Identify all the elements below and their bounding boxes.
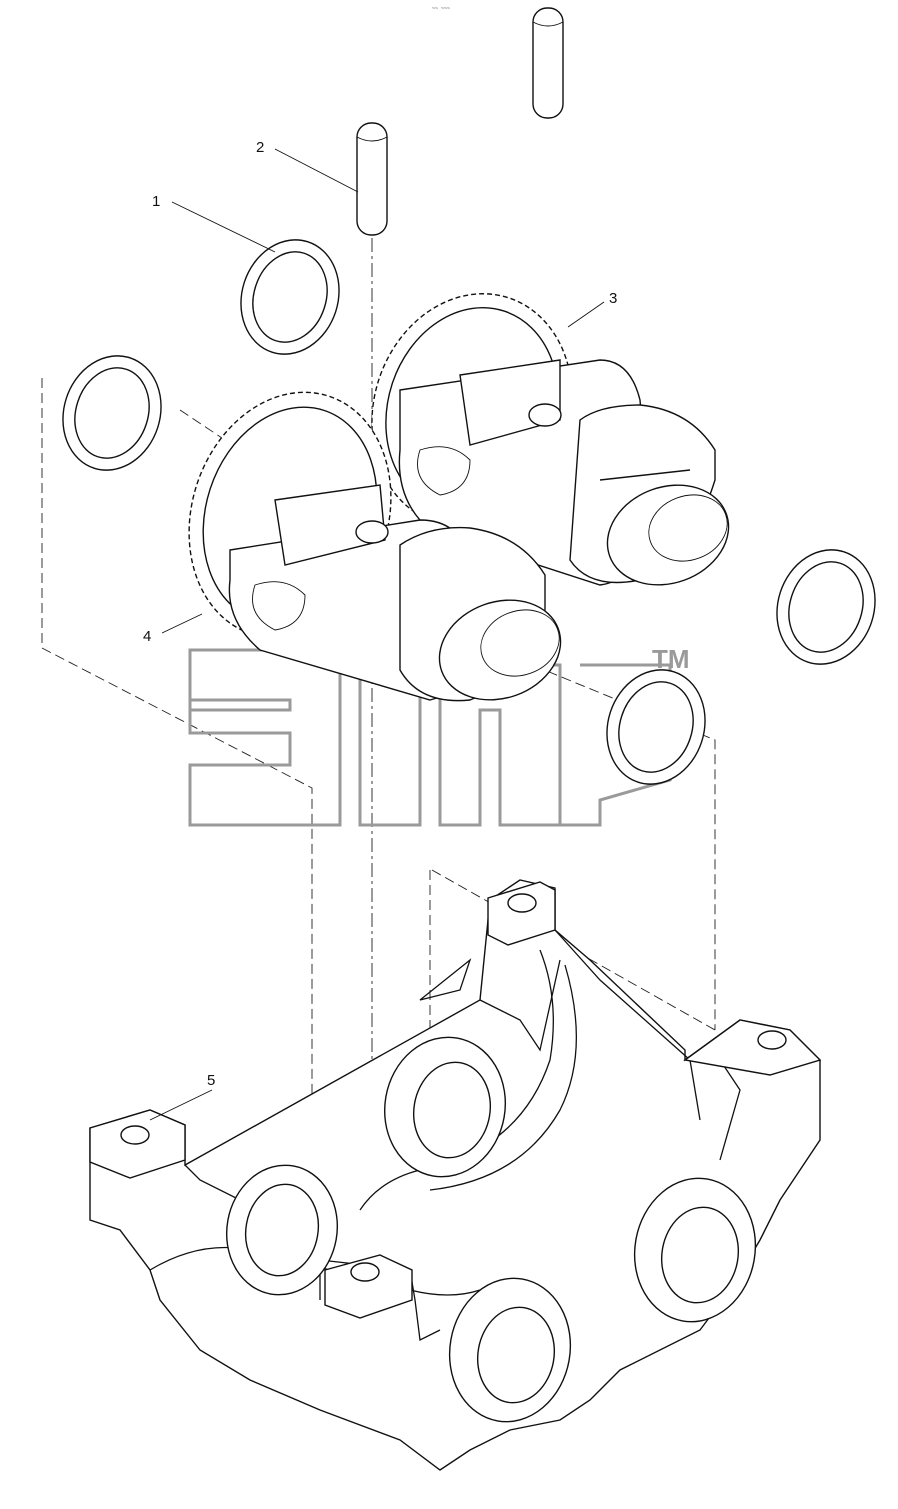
callout-5-label: 5 [207,1072,215,1089]
callout-3-label: 3 [609,290,617,307]
housing-5 [89,879,822,1471]
pin-2 [356,122,388,236]
callout-4-label: 4 [143,628,151,645]
callout-2-label: 2 [256,139,264,156]
pin-upper [532,7,564,119]
gear-shaft-4 [188,391,562,702]
callout-5: 5 [149,1072,215,1121]
callout-1: 1 [152,193,276,253]
callout-1-label: 1 [152,193,160,210]
washer-right [776,549,876,665]
washer-left [62,355,162,471]
washer-lower [606,669,706,785]
callout-3: 3 [567,290,617,328]
watermark-tm: TM [652,644,690,674]
callout-4: 4 [143,613,203,645]
callout-2: 2 [256,139,359,193]
header-stamp: ~~ ~~~ [432,6,450,12]
washer-1 [240,239,340,355]
